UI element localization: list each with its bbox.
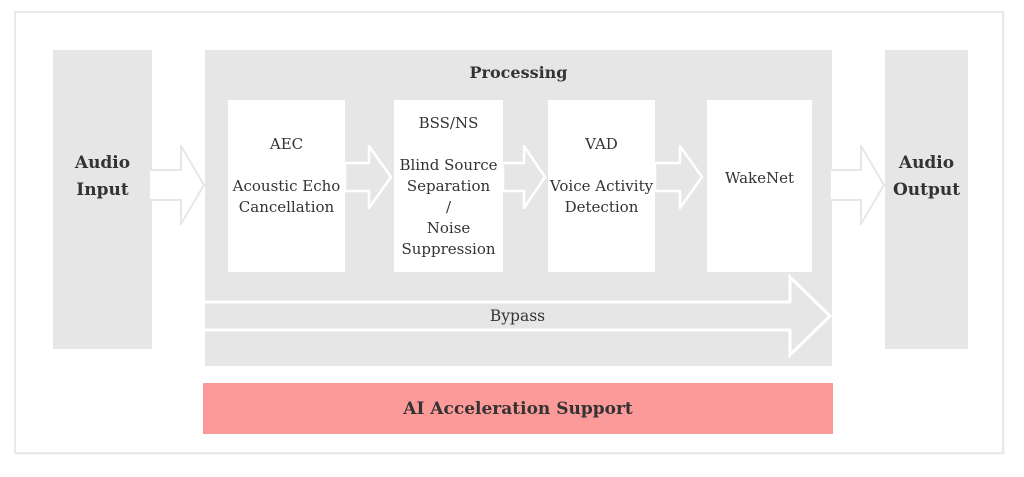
block-aec-line-4: Cancellation xyxy=(238,197,335,216)
block-wakenet: WakeNet xyxy=(707,100,812,272)
block-vad-line-4: Detection xyxy=(564,197,639,216)
ai-acceleration-bar: AI Acceleration Support xyxy=(203,383,833,434)
block-bss-ns-line-2 xyxy=(394,134,503,155)
block-vad-line-2 xyxy=(548,155,655,176)
audio-input-line-1: Audio xyxy=(74,153,131,173)
processing-box: Processing AEC Acoustic Echo Cancellatio… xyxy=(205,50,832,366)
flow-arrow-aec-bss-icon xyxy=(345,145,393,209)
block-vad-line-1: VAD xyxy=(585,134,618,153)
block-bss-ns-line-4: Separation xyxy=(406,176,491,195)
processing-title: Processing xyxy=(469,63,568,82)
audio-input-line-2: Input xyxy=(76,180,129,200)
block-aec-line-1: AEC xyxy=(269,134,304,153)
audio-output-label: Audio Output xyxy=(893,150,960,204)
block-wakenet-line-1: WakeNet xyxy=(724,168,795,187)
ai-acceleration-label: AI Acceleration Support xyxy=(403,398,633,419)
block-bss-ns-line-5: / xyxy=(445,197,452,216)
block-bss-ns-line-1: BSS/NS xyxy=(418,113,479,132)
block-aec: AEC Acoustic Echo Cancellation xyxy=(228,100,345,272)
flow-arrow-bss-vad-icon xyxy=(503,145,547,209)
block-bss-ns-line-3: Blind Source xyxy=(399,155,498,174)
flow-arrow-input-icon xyxy=(148,145,206,225)
block-aec-line-2 xyxy=(228,155,345,176)
audio-input-box: Audio Input xyxy=(53,50,152,349)
bypass-arrow-icon xyxy=(205,273,833,359)
block-aec-line-3: Acoustic Echo xyxy=(232,176,341,195)
audio-input-label: Audio Input xyxy=(75,150,130,204)
flow-arrow-output-icon xyxy=(829,145,886,225)
flow-arrow-vad-wakenet-icon xyxy=(655,145,704,209)
block-vad-line-3: Voice Activity xyxy=(549,176,654,195)
audio-output-box: Audio Output xyxy=(885,50,968,349)
bypass-label: Bypass xyxy=(489,307,546,325)
block-bss-ns: BSS/NS Blind Source Separation / Noise S… xyxy=(394,100,503,272)
block-bss-ns-line-6: Noise xyxy=(426,218,471,237)
audio-output-line-1: Audio xyxy=(898,153,955,173)
audio-output-line-2: Output xyxy=(892,180,961,200)
block-vad: VAD Voice Activity Detection xyxy=(548,100,655,272)
block-bss-ns-line-7: Suppression xyxy=(401,239,496,258)
